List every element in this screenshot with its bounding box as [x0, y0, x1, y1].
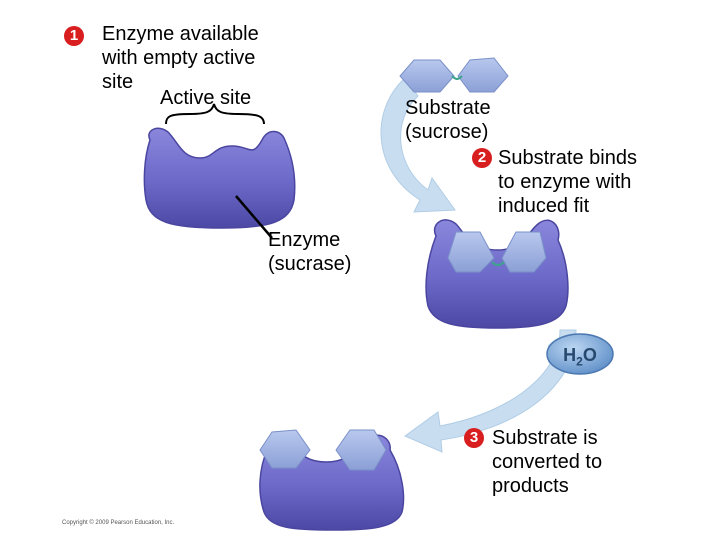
substrate-label-line-2: (sucrose) [405, 121, 489, 143]
enzyme-label-line-2: (sucrase) [268, 253, 352, 275]
step-3-badge: 3 [464, 428, 484, 448]
enzyme-label-line-1: Enzyme [268, 229, 341, 251]
product-glucose [259, 429, 311, 469]
step-3-line-2: converted to [492, 451, 603, 473]
product-fructose [335, 429, 387, 471]
copyright-notice: Copyright © 2009 Pearson Education, Inc. [62, 520, 175, 526]
step-1-line-3: site [102, 71, 134, 93]
water-molecule [546, 333, 614, 375]
active-site-label: Active site [160, 87, 252, 109]
water-label: H2O [552, 344, 608, 373]
step-2-badge: 2 [472, 148, 492, 168]
enzyme-substrate-complex [425, 219, 569, 329]
step-2-line-1: Substrate binds [498, 147, 637, 169]
step-2-line-3: induced fit [498, 195, 590, 217]
reaction-arrow-upper [380, 77, 456, 213]
water-subscript: 2 [576, 354, 583, 369]
substrate-sucrose [399, 57, 509, 93]
step-1-line-1: Enzyme available [102, 23, 259, 45]
substrate-label-line-1: Substrate [405, 97, 491, 119]
step-3-line-1: Substrate is [492, 427, 598, 449]
step-2-line-2: to enzyme with [498, 171, 632, 193]
step-1-line-2: with empty active [102, 47, 256, 69]
water-element: O [582, 345, 597, 365]
active-site-bracket [165, 103, 265, 125]
enzyme-empty [143, 127, 296, 229]
water-symbol: H [563, 345, 577, 365]
enzyme-pointer-line [235, 195, 273, 239]
step-1-badge: 1 [64, 26, 84, 46]
step-3-line-3: products [492, 475, 569, 497]
